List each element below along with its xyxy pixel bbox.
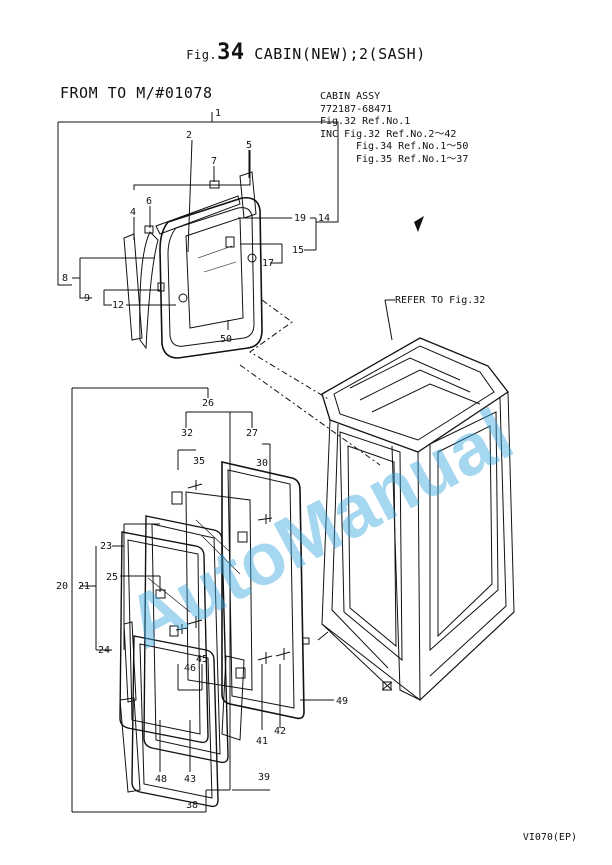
part-label: 20	[56, 581, 68, 592]
pointer-icon	[414, 216, 424, 232]
part-label: 49	[336, 696, 348, 707]
assembly-inc-1: INC Fig.32 Ref.No.2～42	[320, 128, 457, 140]
page-code: VI070(EP)	[522, 832, 577, 843]
fig-title-text: CABIN(NEW);2(SASH)	[254, 45, 426, 63]
part-label: 45	[196, 654, 208, 665]
part-label: 46	[184, 663, 196, 674]
part-label: 32	[181, 428, 193, 439]
part-label: 24	[98, 645, 110, 656]
part-label: 50	[220, 334, 232, 345]
part-label: 27	[246, 428, 258, 439]
figure-title: Fig.34 CABIN(NEW);2(SASH)	[0, 40, 612, 65]
part-label: 8	[62, 273, 68, 284]
assembly-inc-2: Fig.34 Ref.No.1～50	[356, 141, 469, 152]
part-label: 26	[202, 398, 214, 409]
assembly-ref: Fig.32 Ref.No.1	[320, 116, 411, 127]
part-label: 38	[186, 800, 198, 811]
part-label: 48	[155, 774, 167, 785]
part-label: 35	[193, 456, 205, 467]
part-label: 1	[215, 108, 221, 119]
assembly-name: CABIN ASSY	[320, 91, 381, 102]
part-label: 30	[256, 458, 268, 469]
fig-prefix: Fig.	[186, 48, 218, 62]
part-label: 12	[112, 300, 124, 311]
part-label: 39	[258, 772, 270, 783]
part-label: 4	[130, 207, 136, 218]
part-label: 7	[211, 156, 217, 167]
refer-label: REFER TO Fig.32	[395, 295, 485, 306]
watermark: AutoManual	[113, 392, 526, 664]
part-label: 23	[100, 541, 112, 552]
part-label: 25	[106, 572, 118, 583]
part-label: 21	[78, 581, 90, 592]
part-label: 6	[146, 196, 152, 207]
fig-number: 34	[217, 40, 245, 65]
assembly-part-number: 772187-68471	[320, 103, 393, 115]
part-label: 9	[84, 293, 90, 304]
serial-range: FROM TO M/#01078	[60, 84, 213, 102]
assembly-info: CABIN ASSY 772187-68471 Fig.32 Ref.No.1 …	[320, 91, 468, 166]
part-labels: 1 2 5 7 6 4 19 14 15 17 8 9 12 50 26 32 …	[56, 108, 348, 811]
part-label: 43	[184, 774, 196, 785]
part-label: 2	[186, 130, 192, 141]
part-label: 41	[256, 736, 268, 747]
part-label: 42	[274, 726, 286, 737]
part-label: 19	[294, 213, 306, 224]
assembly-inc-3: Fig.35 Ref.No.1～37	[356, 153, 469, 165]
part-label: 17	[262, 258, 274, 269]
part-label: 15	[292, 245, 304, 256]
part-label: 5	[246, 140, 252, 151]
part-label: 14	[318, 213, 330, 224]
